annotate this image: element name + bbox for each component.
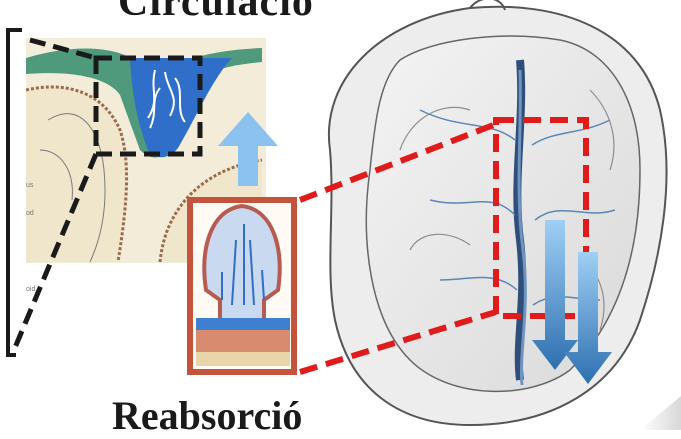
granulation-inset	[190, 200, 294, 372]
illustration-svg	[0, 0, 681, 430]
page-corner	[640, 396, 681, 430]
edge-label-od: od	[26, 210, 34, 217]
brain-top-view	[329, 0, 667, 425]
left-bracket	[8, 30, 22, 355]
edge-label-oid: oid	[26, 286, 35, 293]
edge-label-us: us	[26, 182, 33, 189]
diagram-stage: Circulació Reabsorció	[0, 0, 681, 430]
